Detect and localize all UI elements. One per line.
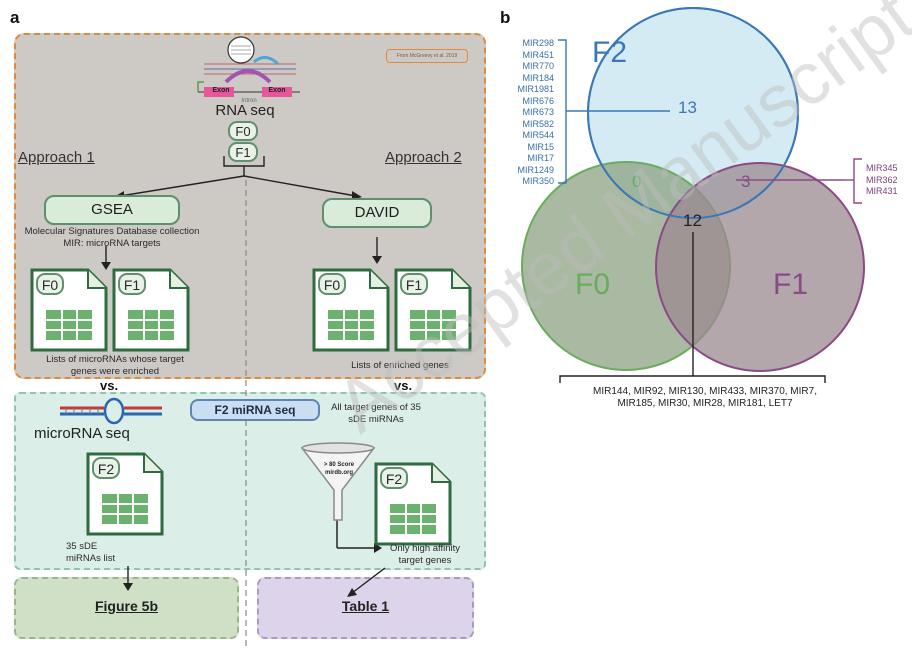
f2-mirna-item: MIR544: [522, 130, 554, 140]
f1-f2-mirna-item: MIR345: [866, 163, 898, 173]
count-center: 12: [683, 211, 702, 230]
caption-enriched-genes: Lists of enriched genes: [351, 360, 449, 371]
f2-mirna-item: MIR451: [522, 49, 554, 60]
doc-f2-target-label: F2: [380, 467, 408, 489]
f0-pill: F0: [228, 121, 258, 141]
gsea-box: GSEA: [44, 195, 180, 225]
venn-diagram: [521, 7, 865, 383]
doc-f2-label: F2: [92, 457, 120, 479]
approach-1-label: Approach 1: [18, 149, 95, 166]
doc-f1-label-left: F1: [118, 273, 146, 295]
f2-mirna-item: MIR582: [522, 118, 554, 129]
microrna-seq-label: microRNA seq: [34, 425, 130, 442]
f1-f2-mirna-item: MIR431: [866, 186, 898, 196]
panel-b-letter: b: [500, 8, 511, 27]
approach-2-label: Approach 2: [385, 149, 462, 166]
f2-mirna-item: MIR673: [522, 107, 554, 117]
f2-mirna-item: MIR15: [527, 141, 554, 152]
caption-microrna-lists: Lists of microRNAs whose target genes we…: [46, 354, 184, 377]
f1-pill: F1: [228, 142, 258, 162]
rna-seq-icon: [197, 36, 300, 97]
count-f2-only: 13: [678, 98, 697, 117]
funnel-mirdb-text: mirdb.org: [325, 470, 353, 476]
f2-mirna-seq-badge: F2 miRNA seq: [190, 399, 320, 421]
venn-circle-f1: [655, 162, 865, 372]
venn-label-f2: F2: [592, 36, 628, 69]
intron-label: Intron: [241, 98, 257, 104]
doc-f0-label-right: F0: [318, 273, 346, 295]
vs-label-left: vs.: [100, 378, 119, 393]
f2-mirna-item: MIR1981: [517, 84, 554, 94]
table-1-box: [257, 577, 474, 639]
f2-mirna-item: MIR184: [522, 72, 554, 83]
f2-mirna-item: MIR350: [522, 176, 554, 186]
target-genes-caption: All target genes of 35 sDE miRNAs: [331, 402, 421, 425]
vs-label-right: vs.: [394, 378, 413, 393]
f2-mirna-item: MIR1249: [517, 164, 554, 175]
center-mirna-list: MIR144, MIR92, MIR130, MIR433, MIR370, M…: [540, 386, 870, 410]
venn-label-f1: F1: [773, 268, 809, 301]
f2-mirna-item: MIR17: [527, 153, 554, 163]
count-f0-f2: 0: [632, 172, 642, 191]
figure-5b-label: Figure 5b: [94, 598, 158, 614]
f1-f2-mirna-item: MIR362: [866, 174, 898, 185]
f2-mirna-item: MIR298: [522, 38, 554, 48]
reference-note: From McGreevy et al. 2019: [386, 49, 468, 63]
count-f1-f2: 3: [741, 172, 751, 191]
venn-label-f0: F0: [575, 268, 611, 301]
doc-f1-label-right: F1: [400, 273, 428, 295]
funnel-icon: [300, 442, 376, 521]
center-mirna-line-2: MIR185, MIR30, MIR28, MIR181, LET7: [617, 398, 793, 409]
sde-mirnas-list-caption: 35 sDE miRNAs list: [66, 541, 116, 564]
f2-mirna-item: MIR770: [522, 61, 554, 71]
center-mirna-line-1: MIR144, MIR92, MIR130, MIR433, MIR370, M…: [593, 386, 817, 397]
gsea-description: Molecular Signatures Database collection…: [24, 226, 200, 249]
high-affinity-caption: Only high affinity target genes: [389, 543, 461, 566]
doc-f0-label-left: F0: [36, 273, 64, 295]
exon-label-2: Exon: [268, 87, 286, 94]
funnel-score-text: > 80 Score: [323, 462, 355, 468]
exon-label-1: Exon: [212, 87, 230, 94]
david-box: DAVID: [322, 198, 432, 228]
microrna-seq-icon: [60, 397, 162, 425]
panel-a-letter: a: [10, 8, 20, 27]
table-1-label: Table 1: [341, 598, 390, 614]
rna-seq-title: RNA seq: [215, 102, 275, 119]
f2-mirna-item: MIR676: [522, 95, 554, 106]
